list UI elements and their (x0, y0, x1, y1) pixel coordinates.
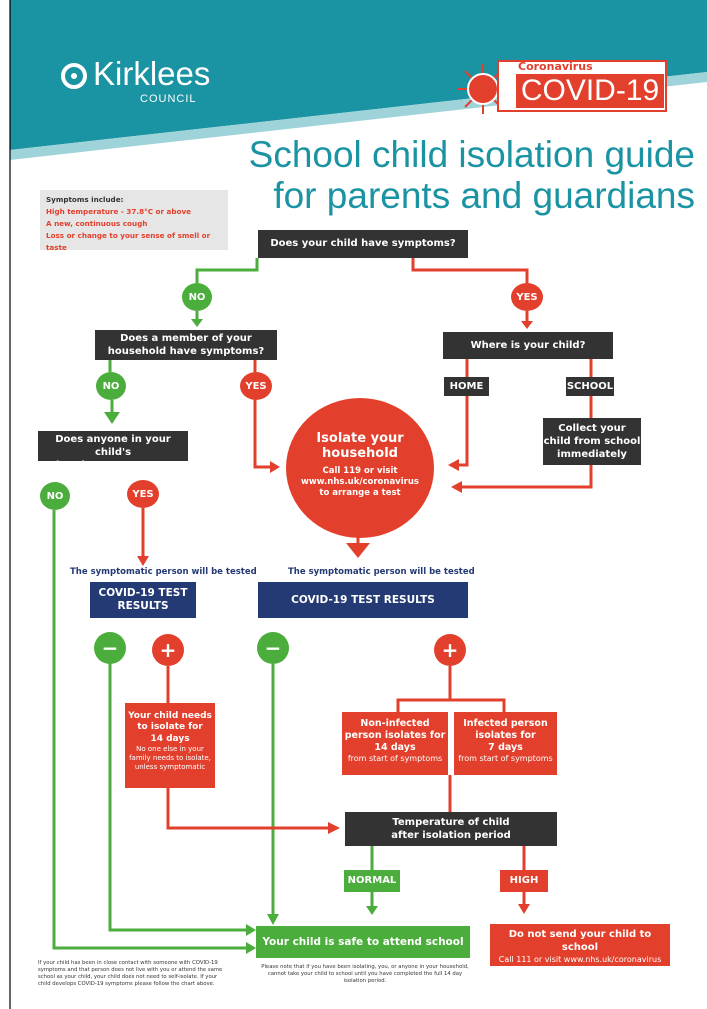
no-pill: NO (96, 372, 126, 400)
do-not-send-box: Do not send your child to school Call 11… (490, 924, 670, 975)
negative-result-icon: − (257, 632, 289, 664)
yes-pill: YES (511, 283, 543, 311)
question-symptoms: Does your child have symptoms? (258, 230, 468, 258)
symptom-item: A new, continuous cough (46, 219, 148, 228)
isolate-body-line: to arrange a test (319, 488, 401, 498)
logo-name: Kirklees (93, 55, 211, 92)
question-class-line: class have symptoms? (49, 460, 176, 471)
noninfected-line: person isolates for (344, 730, 446, 741)
collect-line: immediately (557, 449, 627, 460)
negative-result-icon: − (94, 632, 126, 664)
do-not-send-title: Do not send your child to school (508, 929, 652, 953)
no-pill: NO (40, 482, 70, 510)
question-household-line: household have symptoms? (107, 346, 265, 357)
infected-line: 7 days (488, 742, 523, 753)
positive-result-icon: + (434, 634, 466, 666)
temperature-box: Temperature of child after isolation per… (345, 812, 557, 846)
question-household: Does a member of your household have sym… (95, 330, 277, 360)
non-infected-box: Non-infected person isolates for 14 days… (342, 712, 448, 775)
symptom-item: Loss or change to your sense of smell or… (46, 231, 211, 252)
from-start-note: from start of symptoms (458, 754, 553, 763)
test-results-line: RESULTS (117, 600, 169, 612)
isolate14-line: to isolate for (137, 722, 203, 732)
symptoms-box: Symptoms include: High temperature - 37.… (40, 190, 228, 252)
child-isolate-14-box: Your child needs to isolate for 14 days … (125, 703, 215, 788)
from-start-note: from start of symptoms (347, 754, 443, 763)
question-where: Where is your child? (443, 332, 613, 359)
kirklees-logo-icon (60, 62, 88, 90)
title-line-2: for parents and guardians (273, 175, 695, 216)
footnote-middle: Please note that if you have been isolat… (250, 964, 480, 985)
isolate14-note: family needs to isolate, (129, 754, 211, 762)
do-not-send-sub: Call 111 or visit www.nhs.uk/coronavirus (498, 955, 662, 964)
isolate-body-line: Call 119 or visit (322, 466, 398, 476)
footnote-line: school as your child, your child does no… (38, 974, 218, 980)
footnote-line: child develops COVID-19 symptoms please … (38, 981, 215, 987)
question-class: Does anyone in your child's class have s… (38, 431, 188, 471)
footnote-line: isolation period. (343, 978, 387, 984)
noninfected-line: 14 days (374, 742, 416, 753)
tested-caption-main: The symptomatic person will be tested (288, 567, 475, 577)
infected-box: Infected person isolates for 7 days from… (454, 712, 557, 775)
home-label: HOME (444, 377, 489, 396)
page-title: School child isolation guide for parents… (180, 134, 695, 216)
isolate14-line: 14 days (150, 734, 190, 744)
isolate14-note: unless symptomatic (134, 763, 206, 771)
symptom-item: High temperature - 37.8°C or above (46, 207, 191, 216)
badge-big: COVID-19 (516, 74, 664, 108)
high-label: HIGH (500, 870, 548, 892)
temperature-line: Temperature of child (392, 817, 510, 828)
isolate14-line: Your child needs (128, 711, 212, 721)
test-results-line: COVID-19 TEST (98, 587, 188, 599)
school-label: SCHOOL (566, 377, 614, 396)
footnote-left: If your child has been in close contact … (38, 960, 243, 988)
safe-to-attend-box: Your child is safe to attend school (256, 926, 470, 958)
logo-sub: COUNCIL (140, 93, 197, 105)
footnote-line: cannot take your child to school until y… (267, 971, 463, 977)
noninfected-line: Non-infected (360, 718, 430, 729)
yes-pill: YES (127, 480, 159, 508)
badge-small: Coronavirus (518, 60, 593, 73)
positive-result-icon: + (152, 634, 184, 666)
isolate-title-line: Isolate your (316, 431, 404, 446)
isolate-household-circle: Isolate your household Call 119 or visit… (286, 398, 434, 538)
test-results-main: COVID-19 TEST RESULTS (258, 582, 468, 618)
infected-line: isolates for (475, 730, 536, 741)
collect-line: child from school (543, 436, 641, 447)
footnote-line: If your child has been in close contact … (38, 960, 218, 966)
collect-box: Collect your child from school immediate… (543, 418, 641, 465)
isolate14-note: No one else in your (136, 745, 204, 753)
do-not-send-sub: for further advice (545, 966, 615, 975)
isolate-body-line: www.nhs.uk/coronavirus (301, 477, 419, 487)
question-household-line: Does a member of your (120, 333, 252, 344)
normal-label: NORMAL (344, 870, 400, 892)
tested-caption-left: The symptomatic person will be tested (70, 567, 257, 577)
footnote-line: symptoms and that person does not live w… (38, 967, 223, 973)
isolate-title-line: household (322, 446, 398, 461)
yes-pill: YES (240, 372, 272, 400)
header-band (10, 0, 707, 150)
symptoms-heading: Symptoms include: (46, 195, 124, 204)
temperature-line: after isolation period (391, 830, 511, 841)
footnote-line: Please note that if you have been isolat… (261, 964, 469, 970)
question-class-line: Does anyone in your child's (55, 434, 171, 458)
collect-line: Collect your (558, 423, 626, 434)
no-pill: NO (182, 283, 212, 311)
title-line-1: School child isolation guide (248, 134, 695, 175)
test-results-left: COVID-19 TEST RESULTS (90, 582, 196, 618)
infected-line: Infected person (463, 718, 548, 729)
